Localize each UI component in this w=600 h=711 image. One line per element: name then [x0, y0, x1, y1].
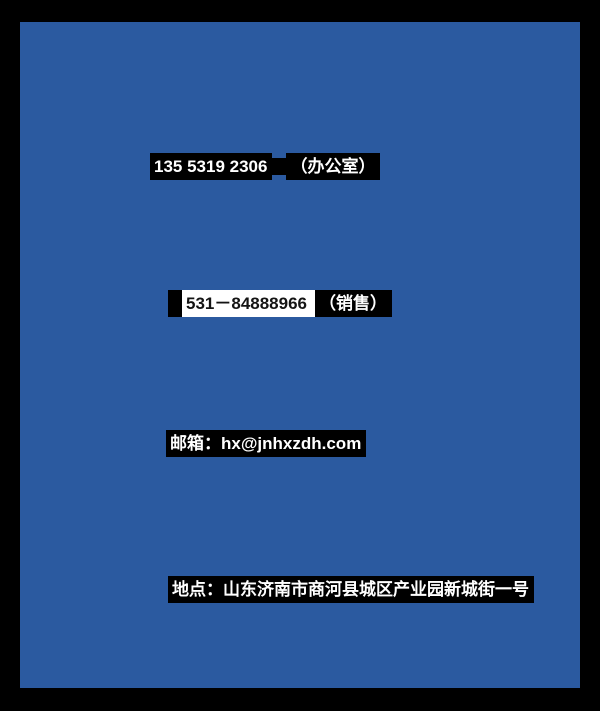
office-phone-label: （办公室） — [286, 153, 381, 181]
selection-fragment — [168, 290, 182, 318]
sales-label-text: （销售） — [319, 294, 388, 313]
office-label-text: （办公室） — [290, 157, 376, 176]
office-phone-line: 135 5319 2306 （办公室） — [150, 153, 381, 181]
highlight-gap — [271, 158, 288, 176]
sales-phone-selection-box: 531－84888966 — [168, 290, 316, 318]
email-text: 邮箱：hx@jnhxzdh.com — [170, 434, 362, 453]
address-text: 地点：山东济南市商河县城区产业园新城街一号 — [172, 580, 529, 599]
email-line: 邮箱：hx@jnhxzdh.com — [166, 430, 367, 458]
office-phone-number: 135 5319 2306 — [154, 157, 268, 176]
office-phone-highlight: 135 5319 2306 — [150, 153, 273, 181]
sales-phone-number: 531－84888966 — [186, 294, 308, 313]
address-highlight: 地点：山东济南市商河县城区产业园新城街一号 — [168, 576, 534, 604]
address-line: 地点：山东济南市商河县城区产业园新城街一号 — [168, 576, 534, 604]
sales-phone-line: 531－84888966 （销售） — [168, 290, 393, 318]
page-background: 135 5319 2306 （办公室） 531－84888966 （销售） 邮箱：… — [20, 22, 580, 688]
sales-phone-label: （销售） — [315, 290, 393, 318]
email-highlight: 邮箱：hx@jnhxzdh.com — [166, 430, 367, 458]
